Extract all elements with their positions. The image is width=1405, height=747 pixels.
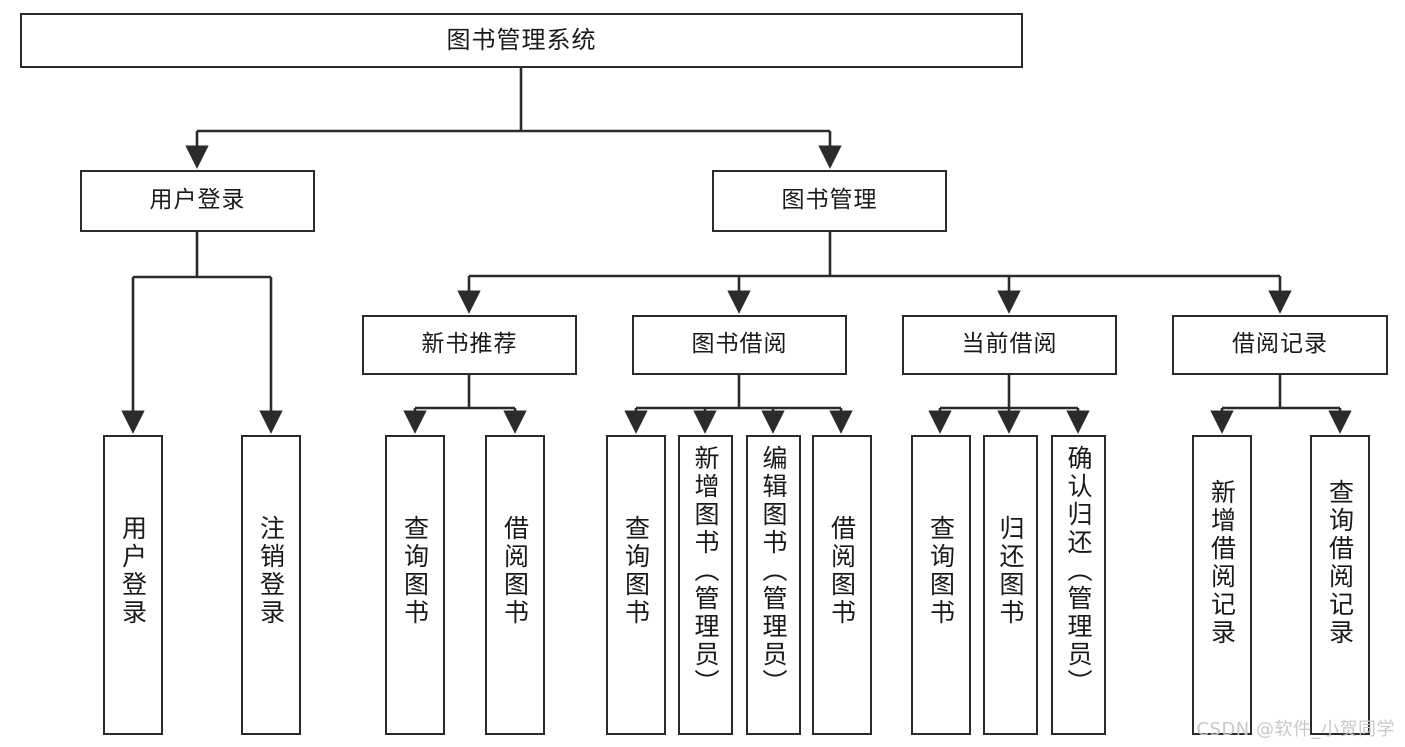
node-label: 新增图书（管理员） — [691, 445, 720, 697]
node-label: 图书借阅 — [691, 331, 788, 358]
node-label: 借阅图书 — [827, 515, 857, 627]
node-leaf-add-borrow-record[interactable]: 新增借阅记录 — [1192, 435, 1252, 735]
node-book-borrowing[interactable]: 图书借阅 — [632, 315, 847, 375]
node-label: 用户登录 — [118, 515, 148, 627]
node-root-book-management-system[interactable]: 图书管理系统 — [20, 13, 1023, 68]
node-leaf-user-logout[interactable]: 注销登录 — [241, 435, 301, 735]
node-leaf-edit-book-admin[interactable]: 编辑图书（管理员） — [746, 435, 801, 735]
node-borrowing-record[interactable]: 借阅记录 — [1172, 315, 1388, 375]
node-leaf-query-book-borrow[interactable]: 查询图书 — [606, 435, 666, 735]
node-leaf-add-book-admin[interactable]: 新增图书（管理员） — [678, 435, 733, 735]
node-label: 归还图书 — [996, 515, 1025, 627]
node-label: 图书管理 — [781, 187, 878, 214]
node-label: 新书推荐 — [421, 331, 518, 358]
node-leaf-confirm-return-admin[interactable]: 确认归还（管理员） — [1051, 435, 1106, 735]
node-leaf-user-login[interactable]: 用户登录 — [103, 435, 163, 735]
node-book-management[interactable]: 图书管理 — [712, 170, 947, 232]
node-user-login[interactable]: 用户登录 — [80, 170, 315, 232]
node-label: 查询图书 — [400, 515, 430, 627]
node-label: 注销登录 — [256, 515, 286, 627]
node-label: 新增借阅记录 — [1207, 479, 1237, 647]
node-new-book-recommendation[interactable]: 新书推荐 — [362, 315, 577, 375]
node-label: 查询借阅记录 — [1325, 479, 1355, 647]
node-leaf-query-book-current[interactable]: 查询图书 — [911, 435, 971, 735]
node-label: 查询图书 — [926, 515, 956, 627]
node-label: 编辑图书（管理员） — [759, 445, 788, 697]
node-current-borrowing[interactable]: 当前借阅 — [902, 315, 1117, 375]
node-label: 用户登录 — [149, 187, 246, 214]
csdn-watermark: CSDN @软件_小贺同学 — [1196, 719, 1395, 740]
node-label: 借阅图书 — [500, 515, 530, 627]
node-label: 查询图书 — [621, 515, 651, 627]
node-leaf-borrow-book[interactable]: 借阅图书 — [812, 435, 872, 735]
node-leaf-borrow-book-new-book[interactable]: 借阅图书 — [485, 435, 545, 735]
node-leaf-query-borrow-record[interactable]: 查询借阅记录 — [1310, 435, 1370, 735]
node-leaf-query-book-new-book[interactable]: 查询图书 — [385, 435, 445, 735]
node-label: 图书管理系统 — [446, 26, 597, 55]
node-leaf-return-book[interactable]: 归还图书 — [983, 435, 1038, 735]
node-label: 借阅记录 — [1232, 331, 1328, 358]
node-label: 确认归还（管理员） — [1064, 445, 1093, 697]
node-label: 当前借阅 — [961, 331, 1058, 358]
